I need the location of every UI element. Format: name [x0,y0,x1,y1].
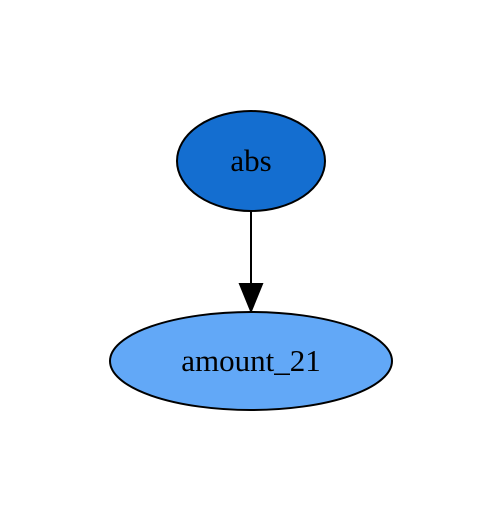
edge-arrowhead [238,283,264,314]
node-abs-label: abs [230,143,271,178]
node-amount-21[interactable]: amount_21 [109,311,393,411]
node-abs[interactable]: abs [176,110,326,212]
node-amount-21-label: amount_21 [181,343,321,378]
node-abs-ellipse [176,110,326,212]
node-amount-21-ellipse [109,311,393,411]
edge-abs-to-amount-21 [238,211,264,314]
